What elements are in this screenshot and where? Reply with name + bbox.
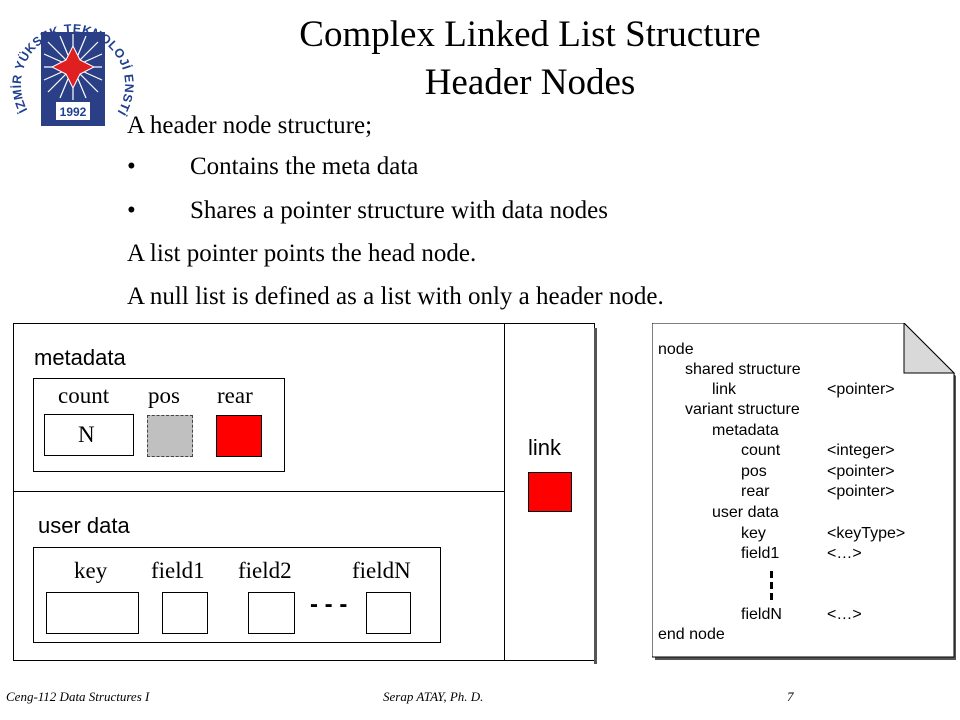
- field1-label: field1: [151, 558, 205, 583]
- code-fieldN: fieldN: [741, 606, 782, 623]
- link-pointer: [528, 472, 572, 512]
- pos-label: pos: [148, 383, 180, 408]
- field1-field: [162, 592, 208, 634]
- rear-pointer: [216, 415, 262, 457]
- rear-label: rear: [217, 383, 253, 408]
- code-pos-type: <pointer>: [827, 463, 895, 480]
- code-pos: pos: [741, 463, 767, 480]
- code-end-node: end node: [658, 626, 725, 643]
- count-label: count: [58, 383, 110, 408]
- pseudocode-page: node shared structure link <pointer> var…: [652, 323, 958, 663]
- code-rear-type: <pointer>: [827, 483, 895, 500]
- body-line-1: A header node structure;: [127, 112, 373, 139]
- pos-null-pointer: [147, 415, 193, 457]
- body-line-3: Shares a pointer structure with data nod…: [190, 197, 608, 224]
- section-divider: [14, 491, 504, 492]
- code-count: count: [741, 442, 781, 459]
- code-variant-structure: variant structure: [685, 401, 800, 418]
- body-line-2: Contains the meta data: [190, 153, 419, 180]
- code-link-type: <pointer>: [827, 381, 895, 398]
- user-data-label: user data: [38, 513, 130, 538]
- count-value: N: [78, 422, 95, 447]
- footer-course: Ceng-112 Data Structures I: [6, 689, 150, 704]
- key-label: key: [74, 558, 108, 583]
- code-key-type: <keyType>: [827, 525, 906, 542]
- ellipsis-dashes: - - -: [310, 591, 348, 618]
- field2-label: field2: [238, 558, 292, 583]
- footer-page-number: 7: [787, 689, 794, 704]
- slide-title-line1: Complex Linked List Structure: [299, 14, 761, 55]
- metadata-label: metadata: [34, 345, 126, 370]
- logo-year: 1992: [60, 105, 87, 119]
- code-node: node: [658, 341, 694, 358]
- code-vertical-ellipsis: [770, 571, 773, 601]
- body-line-5: A null list is defined as a list with on…: [127, 283, 664, 310]
- code-rear: rear: [741, 483, 770, 500]
- body-line-4: A list pointer points the head node.: [127, 240, 477, 267]
- code-field1-type: <…>: [827, 545, 862, 562]
- fieldN-label: fieldN: [352, 558, 411, 583]
- slide-title-line2: Header Nodes: [424, 62, 636, 103]
- code-field1: field1: [741, 545, 780, 562]
- code-link: link: [712, 381, 737, 398]
- footer-author: Serap ATAY, Ph. D.: [383, 689, 484, 704]
- bullet-1: •: [127, 153, 136, 180]
- code-count-type: <integer>: [827, 442, 895, 459]
- fieldN-field: [366, 592, 411, 634]
- institute-logo: İZMİR YÜKSEK TEKNOLOJİ ENSTİTÜSÜ 1992: [3, 0, 138, 132]
- header-node-diagram: metadata count pos rear N link user data…: [13, 323, 597, 664]
- code-metadata: metadata: [712, 422, 779, 439]
- code-fieldN-type: <…>: [827, 606, 862, 623]
- code-shared-structure: shared structure: [685, 361, 801, 378]
- count-field: N: [44, 414, 134, 456]
- key-field: [46, 592, 139, 634]
- code-key: key: [741, 525, 766, 542]
- field2-field: [248, 592, 295, 634]
- bullet-2: •: [127, 197, 136, 224]
- code-user-data: user data: [712, 504, 779, 521]
- link-label: link: [528, 435, 562, 460]
- link-divider: [504, 324, 505, 660]
